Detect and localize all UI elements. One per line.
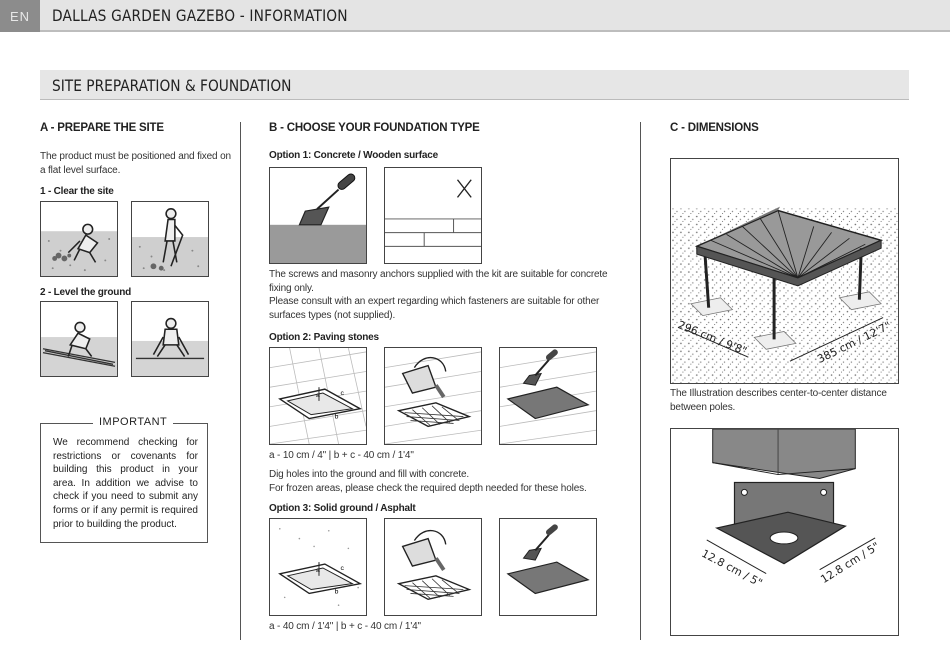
option1-text-consult: Please consult with an expert regarding …: [269, 296, 600, 321]
section-title: SITE PREPARATION & FOUNDATION: [52, 76, 292, 95]
label-b-2: b: [335, 588, 339, 595]
wooden-surface-image: [384, 167, 482, 264]
important-label: IMPORTANT: [93, 416, 174, 428]
level-ground-image-2: [131, 301, 209, 377]
heading-foundation-type: B - CHOOSE YOUR FOUNDATION TYPE: [269, 122, 480, 134]
option2-dimensions: a - 10 cm / 4" | b + c - 40 cm / 1'4": [269, 450, 414, 461]
section-bar: SITE PREPARATION & FOUNDATION: [40, 70, 909, 100]
heading-dimensions: C - DIMENSIONS: [670, 122, 759, 134]
paving-concrete-image: [499, 347, 597, 445]
asphalt-concrete-image: [499, 518, 597, 616]
option3-title: Option 3: Solid ground / Asphalt: [269, 503, 416, 514]
label-c: c: [341, 390, 345, 397]
step-clear-site: 1 - Clear the site: [40, 186, 114, 197]
dimensions-caption: The Illustration describes center-to-cen…: [670, 388, 887, 413]
label-c-2: c: [341, 565, 345, 572]
pole-plate-image: 12.8 cm / 5" 12.8 cm / 5": [670, 428, 899, 636]
heading-prepare-site: A - PREPARE THE SITE: [40, 122, 164, 134]
asphalt-rebar-image: [384, 518, 482, 616]
intro-text: The product must be positioned and fixed…: [40, 151, 231, 176]
label-a: a: [316, 392, 320, 399]
document-title: DALLAS GARDEN GAZEBO - INFORMATION: [52, 6, 348, 25]
column-divider-1: [240, 122, 241, 640]
label-b: b: [335, 414, 339, 421]
language-badge[interactable]: EN: [0, 0, 40, 32]
clear-site-image-1: [40, 201, 118, 277]
gazebo-dimensions-image: 296 cm / 9'8" 385 cm / 12'7": [670, 158, 899, 384]
option3-dimensions: a - 40 cm / 1'4" | b + c - 40 cm / 1'4": [269, 621, 421, 632]
important-text: We recommend checking for restrictions o…: [53, 437, 198, 530]
important-notice: IMPORTANT We recommend checking for rest…: [40, 416, 208, 543]
column-divider-2: [640, 122, 641, 640]
option1-title: Option 1: Concrete / Wooden surface: [269, 150, 438, 161]
header-bar: EN DALLAS GARDEN GAZEBO - INFORMATION: [0, 0, 950, 32]
concrete-surface-image: [269, 167, 367, 264]
level-ground-image-1: [40, 301, 118, 377]
asphalt-hole-image: a c b: [269, 518, 367, 616]
label-a-2: a: [316, 567, 320, 574]
paving-hole-image: a c b: [269, 347, 367, 445]
option2-title: Option 2: Paving stones: [269, 332, 379, 343]
clear-site-image-2: [131, 201, 209, 277]
option2-text-dig: Dig holes into the ground and fill with …: [269, 469, 469, 480]
paving-rebar-image: [384, 347, 482, 445]
option2-text-frozen: For frozen areas, please check the requi…: [269, 483, 587, 494]
option1-text-fixing: The screws and masonry anchors supplied …: [269, 269, 608, 294]
step-level-ground: 2 - Level the ground: [40, 287, 132, 298]
